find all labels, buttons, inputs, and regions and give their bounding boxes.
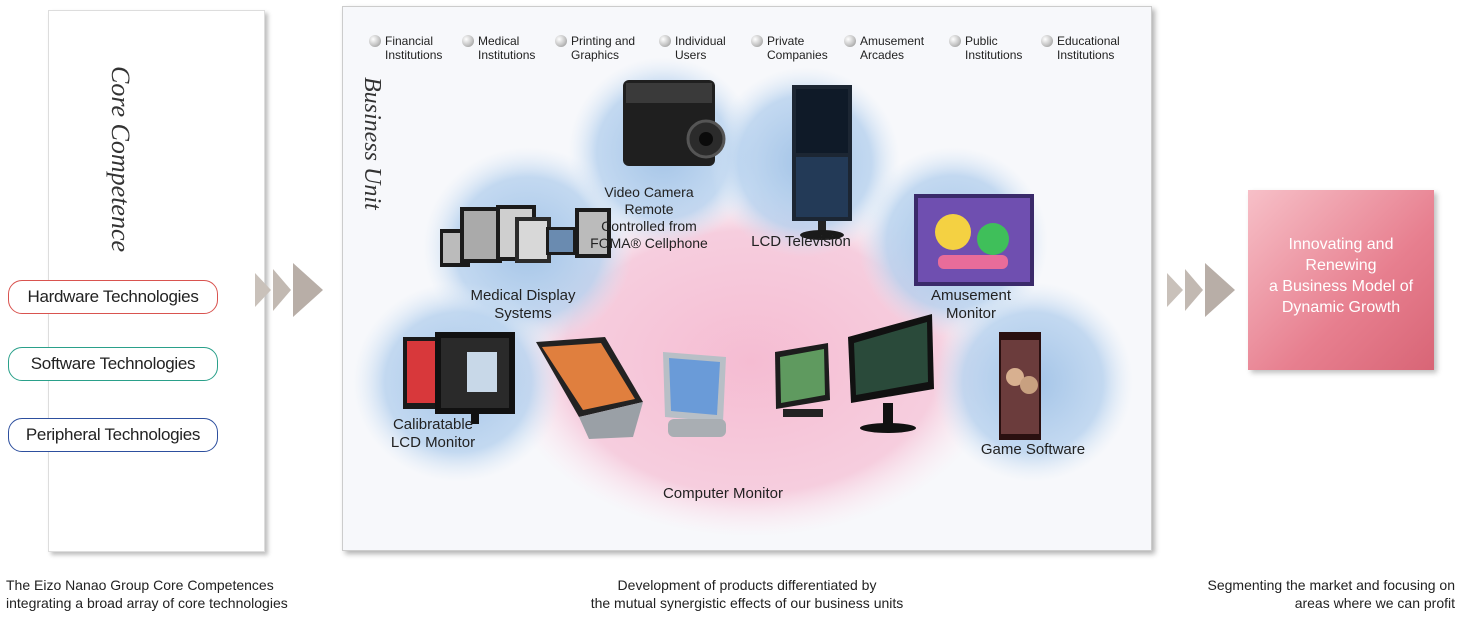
market-dot-icon: [369, 35, 381, 47]
computer-monitor-label: Computer Monitor: [662, 485, 784, 502]
amusement-monitor-label: Amusement Monitor: [930, 287, 1012, 322]
core-competence-title-area: Core Competence: [106, 66, 135, 252]
business-caption-line1: Development of products differentiated b…: [617, 577, 877, 593]
market-dot-icon: [844, 35, 856, 47]
business-caption: Development of products differentiated b…: [537, 576, 957, 612]
arrow-to-business-icon: [255, 263, 323, 317]
business-unit-title: Business Unit: [359, 77, 385, 211]
hardware-technologies-pill: Hardware Technologies: [8, 280, 218, 314]
result-caption-line2: areas where we can profit: [1294, 595, 1455, 611]
video-camera-image: [623, 80, 726, 166]
lcd-television-image: [792, 85, 852, 240]
market-dot-icon: [555, 35, 567, 47]
video-camera-label: Video Camera Remote Controlled from FOMA…: [590, 184, 708, 251]
business-bubbles: Business Unit: [353, 57, 1133, 537]
calibratable-monitor-image: [403, 332, 515, 424]
software-technologies-pill: Software Technologies: [8, 347, 218, 381]
core-competence-title: Core Competence: [106, 66, 135, 252]
core-caption-line2: integrating a broad array of core techno…: [6, 595, 288, 611]
business-caption-line2: the mutual synergistic effects of our bu…: [590, 595, 904, 611]
medical-display-label: Medical Display Systems: [470, 287, 576, 322]
lcd-television-label: LCD Television: [751, 233, 851, 250]
computer-monitors-image: [536, 314, 934, 439]
game-software-image: [999, 332, 1041, 440]
market-dot-icon: [949, 35, 961, 47]
business-model-box: Innovating and Renewing a Business Model…: [1248, 190, 1434, 370]
medical-display-image: [440, 205, 611, 267]
market-dot-icon: [659, 35, 671, 47]
result-caption: Segmenting the market and focusing on ar…: [1180, 576, 1456, 612]
core-caption-line1: The Eizo Nanao Group Core Competences: [6, 577, 274, 593]
arrow-to-result-icon: [1167, 263, 1235, 317]
result-caption-line1: Segmenting the market and focusing on: [1207, 577, 1456, 593]
business-model-text: Innovating and Renewing a Business Model…: [1268, 236, 1414, 316]
core-caption: The Eizo Nanao Group Core Competences in…: [6, 576, 288, 612]
amusement-monitor-image: [914, 194, 1034, 286]
market-dot-icon: [1041, 35, 1053, 47]
calibratable-monitor-label: Calibratable LCD Monitor: [390, 416, 476, 451]
business-unit-panel: Business Unit: [342, 6, 1152, 551]
market-dot-icon: [462, 35, 474, 47]
market-dot-icon: [751, 35, 763, 47]
peripheral-technologies-pill: Peripheral Technologies: [8, 418, 218, 452]
game-software-label: Game Software: [980, 441, 1086, 458]
